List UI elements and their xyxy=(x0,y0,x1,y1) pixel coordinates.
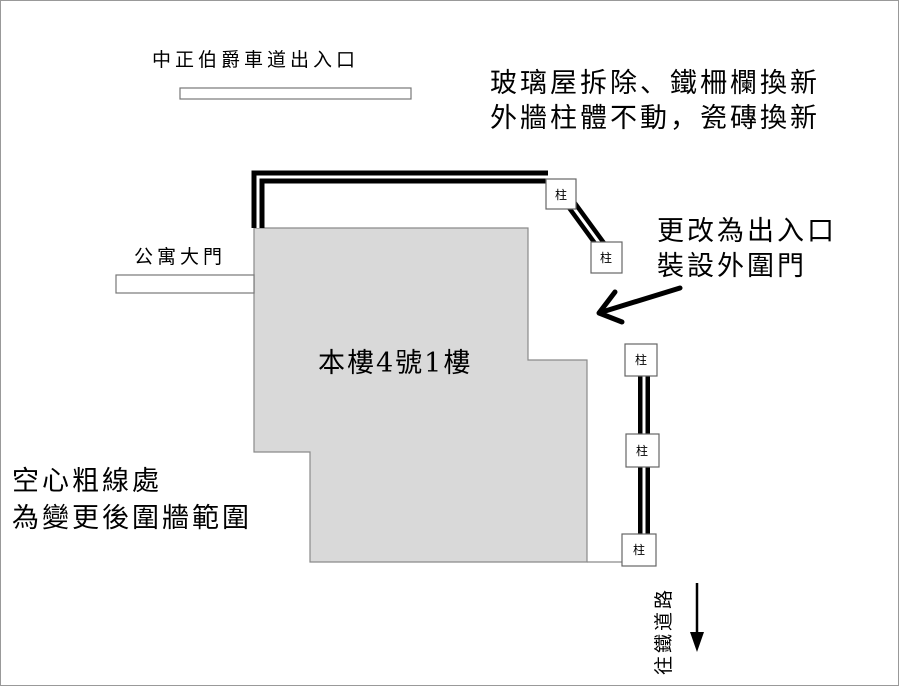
arrow-to-entrance-icon xyxy=(596,285,683,325)
road-entrance-label: 中正伯爵車道出入口 xyxy=(152,49,359,71)
apartment-gate-label: 公寓大門 xyxy=(134,246,226,268)
note-line-1: 玻璃屋拆除、鐵柵欄換新 xyxy=(490,68,820,99)
arrow-down-icon xyxy=(690,583,704,652)
pillar: 柱 xyxy=(545,178,577,210)
svg-text:柱: 柱 xyxy=(636,443,648,458)
svg-text:柱: 柱 xyxy=(600,250,612,265)
change-line-1: 更改為出入口 xyxy=(657,216,837,247)
change-line-2: 裝設外圍門 xyxy=(657,251,807,282)
pillar: 柱 xyxy=(625,433,660,468)
note-line-2: 外牆柱體不動，瓷磚換新 xyxy=(490,103,820,134)
legend-line-2: 為變更後圍牆範圍 xyxy=(12,503,252,534)
driveway-bar xyxy=(179,87,412,100)
apartment-gate-bar xyxy=(115,274,255,294)
building-label: 本樓4號1樓 xyxy=(318,348,472,379)
pillar: 柱 xyxy=(624,343,658,377)
pillar: 柱 xyxy=(590,241,623,274)
svg-text:柱: 柱 xyxy=(633,542,645,557)
svg-text:柱: 柱 xyxy=(555,187,567,202)
new-wall-top-inner xyxy=(256,175,548,228)
svg-text:柱: 柱 xyxy=(635,352,647,367)
to-railway-road-label: 往鐵道路 xyxy=(653,587,675,675)
pillar: 柱 xyxy=(621,533,657,567)
legend-line-1: 空心粗線處 xyxy=(12,466,162,497)
